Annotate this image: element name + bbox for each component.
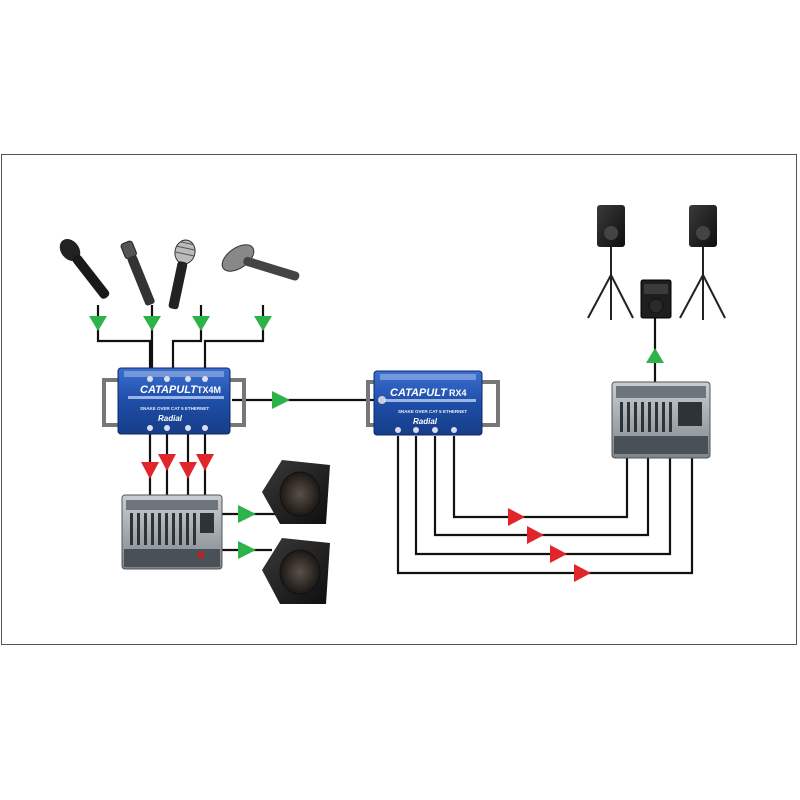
pa-speaker-icon — [587, 205, 634, 320]
arrow-down-red-4 — [196, 454, 214, 471]
arrow-right-red-1 — [508, 508, 525, 526]
cable-mic4-tx — [203, 305, 265, 372]
arrow-down-red-1 — [141, 462, 159, 479]
snake-tx-unit — [102, 367, 246, 435]
pa-speaker-icon — [679, 205, 726, 320]
snake-rx-maker: Radial — [413, 417, 438, 426]
arrow-right-green-mon1 — [238, 505, 256, 523]
arrow-down-green-1 — [89, 316, 107, 331]
arrow-right-green-mon2 — [238, 541, 256, 559]
snake-rx-subtitle: SNAKE OVER CAT 5 ETHERNET — [398, 409, 467, 414]
arrow-down-green-3 — [192, 316, 210, 331]
microphone-icon — [168, 239, 196, 310]
arrow-right-red-2 — [527, 526, 544, 544]
microphone-icon — [120, 240, 155, 306]
arrow-right-green-txrx — [272, 391, 290, 409]
snake-rx-model: RX4 — [449, 388, 467, 398]
diagram-frame — [1, 154, 797, 645]
arrow-down-green-2 — [143, 316, 161, 331]
cable-rx-foh4 — [396, 436, 694, 575]
mixer-icon — [121, 494, 223, 570]
arrow-up-green-sub — [646, 348, 664, 363]
red-arrows — [141, 454, 591, 582]
snake-tx-model: TX4M — [197, 385, 221, 395]
arrow-down-red-2 — [158, 454, 176, 471]
arrow-right-red-4 — [574, 564, 591, 582]
snake-tx-subtitle: SNAKE OVER CAT 5 ETHERNET — [140, 406, 209, 411]
snake-rx-unit — [366, 370, 500, 436]
cable-mic1-tx — [96, 305, 152, 372]
cable-mic3-tx — [171, 305, 203, 372]
stage-monitor-icon — [262, 538, 330, 604]
arrow-down-green-4 — [254, 316, 272, 331]
arrow-right-red-3 — [550, 545, 567, 563]
snake-tx-maker: Radial — [158, 414, 183, 423]
subwoofer-icon — [640, 279, 672, 319]
microphone-icon — [221, 244, 300, 281]
snake-tx-brand: CATAPULT — [140, 384, 198, 396]
arrow-down-red-3 — [179, 462, 197, 479]
mixer-icon — [611, 381, 711, 459]
cable-rx-foh1 — [452, 436, 629, 519]
microphone-icon — [59, 239, 110, 299]
cable-rx-foh3 — [414, 436, 672, 556]
stage-monitor-icon — [262, 460, 330, 524]
snake-rx-brand: CATAPULT — [390, 387, 448, 399]
green-arrows — [89, 316, 664, 559]
